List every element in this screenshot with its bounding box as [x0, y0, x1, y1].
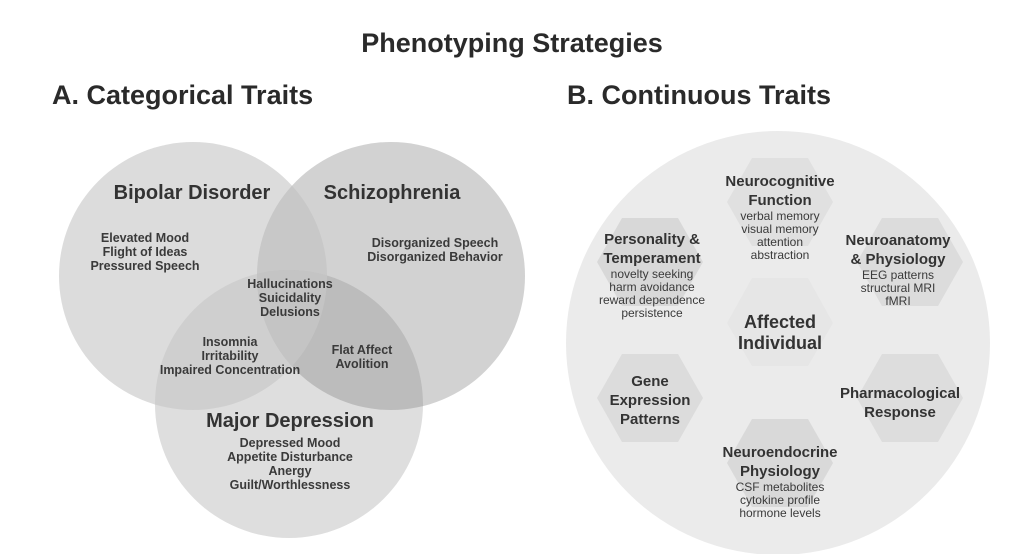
personality-title: Temperament [603, 250, 701, 267]
schizophrenia-trait: Disorganized Speech [371, 236, 499, 250]
center-label-line: Individual [737, 333, 822, 353]
bipolar-depression-traits: Insomnia Irritability Impaired Concentra… [150, 335, 310, 377]
gene-hex [597, 354, 703, 442]
bipolar-traits: Elevated Mood Flight of Ideas Pressured … [70, 231, 220, 273]
neuroendocrine-item: CSF metabolites [735, 480, 825, 494]
personality-item: harm avoidance [609, 280, 695, 294]
bipolar-trait: Pressured Speech [90, 259, 200, 273]
bipolar-trait: Flight of Ideas [102, 245, 188, 259]
personality-block: Personality & Temperament novelty seekin… [582, 230, 722, 320]
neuroanatomy-block: Neuroanatomy & Physiology EEG patterns s… [834, 231, 962, 308]
center-label: Affected Individual [720, 312, 840, 354]
depression-trait: Guilt/Worthlessness [229, 478, 351, 492]
neurocognitive-item: verbal memory [740, 209, 820, 223]
neuroanatomy-item: structural MRI [860, 281, 936, 295]
neuroanatomy-item: fMRI [885, 294, 911, 308]
schizophrenia-traits: Disorganized Speech Disorganized Behavio… [360, 236, 510, 264]
gene-block: Gene Expression Patterns [595, 372, 705, 429]
page-title: Phenotyping Strategies [361, 28, 663, 58]
neuroendocrine-item: hormone levels [739, 506, 821, 520]
neurocognitive-block: Neurocognitive Function verbal memory vi… [710, 172, 850, 262]
shared-trait: Flat Affect [331, 343, 393, 357]
depression-trait: Appetite Disturbance [227, 450, 353, 464]
shared-trait: Avolition [335, 357, 389, 371]
shared-trait: Insomnia [202, 335, 258, 349]
bipolar-trait: Elevated Mood [100, 231, 190, 245]
shared-trait: Impaired Concentration [159, 363, 301, 377]
schizophrenia-trait: Disorganized Behavior [367, 250, 503, 264]
panel-a-heading: A. Categorical Traits [52, 80, 314, 110]
pharmacological-hex [857, 354, 963, 442]
panel-b-heading: B. Continuous Traits [567, 80, 832, 110]
gene-title: Gene [631, 373, 669, 390]
neurocognitive-item: attention [756, 235, 804, 249]
pharmacological-block: Pharmacological Response [830, 384, 970, 422]
pharmacological-title: Pharmacological [839, 385, 961, 402]
neuroendocrine-title: Neuroendocrine [722, 444, 838, 461]
neuroanatomy-item: EEG patterns [861, 268, 935, 282]
neuroendocrine-title: Physiology [739, 463, 821, 480]
shared-trait: Delusions [260, 305, 320, 319]
center-label-line: Affected [743, 312, 816, 332]
neuroendocrine-block: Neuroendocrine Physiology CSF metabolite… [710, 443, 850, 520]
depression-trait: Anergy [268, 464, 312, 478]
personality-item: persistence [621, 306, 683, 320]
neuroendocrine-item: cytokine profile [739, 493, 821, 507]
depression-label: Major Depression [206, 410, 374, 432]
center-hex [727, 278, 833, 366]
neurocognitive-title: Function [748, 192, 812, 209]
neurocognitive-title: Neurocognitive [725, 173, 835, 190]
triple-overlap-traits: Hallucinations Suicidality Delusions [215, 277, 365, 319]
pharmacological-title: Response [864, 404, 936, 421]
neuroanatomy-title: & Physiology [850, 251, 946, 268]
neurocognitive-hex [727, 158, 833, 246]
schizophrenia-label: Schizophrenia [323, 182, 461, 204]
depression-trait: Depressed Mood [239, 436, 341, 450]
bipolar-label: Bipolar Disorder [113, 182, 271, 204]
personality-hex [597, 218, 703, 306]
shared-trait: Irritability [201, 349, 259, 363]
shared-trait: Suicidality [258, 291, 322, 305]
gene-title: Expression [609, 392, 691, 409]
shared-trait: Hallucinations [247, 277, 333, 291]
personality-item: reward dependence [598, 293, 706, 307]
schizophrenia-depression-traits: Flat Affect Avolition [312, 343, 412, 371]
neuroanatomy-title: Neuroanatomy [845, 232, 951, 249]
neuroanatomy-hex [857, 218, 963, 306]
neurocognitive-item: abstraction [750, 248, 810, 262]
personality-item: novelty seeking [610, 267, 694, 281]
personality-title: Personality & [604, 231, 700, 248]
depression-traits: Depressed Mood Appetite Disturbance Aner… [215, 436, 365, 492]
neurocognitive-item: visual memory [741, 222, 819, 236]
neuroendocrine-hex [727, 419, 833, 507]
gene-title: Patterns [619, 411, 681, 428]
